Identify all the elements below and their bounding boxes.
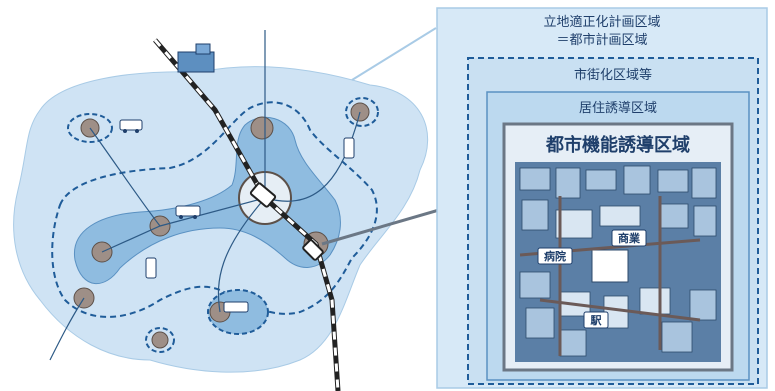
- satellite-area-southwest: [145, 327, 175, 353]
- inset-commerce-tag: 商業: [611, 229, 647, 247]
- bus-icon-center: [175, 205, 201, 219]
- inset-hospital-label: 病院: [544, 249, 566, 263]
- central-station-icon: [249, 182, 277, 208]
- satellite-area-northwest: [67, 113, 113, 143]
- residential-area-label: 居住誘導区域: [579, 101, 657, 116]
- inset-station-tag: 駅: [583, 311, 609, 329]
- center-far-south: [151, 331, 169, 349]
- urban-function-area-label: 都市機能誘導区域: [545, 134, 690, 156]
- east-station-icon: [302, 239, 324, 261]
- planning-area-label-2: ＝都市計画区域: [556, 32, 647, 48]
- legend-panels: 立地適正化計画区域 ＝都市計画区域 市街化区域等 居住誘導区域 都市機能誘導区域: [436, 7, 768, 389]
- bus-icon-west: [145, 257, 157, 279]
- city-map: [13, 27, 509, 391]
- center-north: [250, 116, 274, 140]
- map-to-panel-connector: [351, 27, 437, 81]
- inset-station-label: 駅: [590, 314, 602, 327]
- residential-area-main: [73, 116, 341, 285]
- satellite-area-northeast: [345, 97, 379, 127]
- railway-line: [153, 38, 341, 391]
- inset-central-building: [591, 249, 629, 283]
- bus-icon-south: [223, 301, 249, 313]
- urbanization-boundary: [51, 101, 378, 318]
- planning-area-label-1: 立地適正化計画区域: [543, 14, 660, 30]
- inset-hospital-tag: 病院: [537, 247, 573, 265]
- urbanization-area-label: 市街化区域等: [574, 67, 652, 83]
- factory-icon: [177, 43, 215, 73]
- inset-commerce-label: 商業: [618, 231, 641, 245]
- inset-city-illustration: 病院 商業 駅: [515, 162, 721, 362]
- bus-icon-east: [343, 137, 355, 159]
- bus-icon-nw: [119, 119, 143, 133]
